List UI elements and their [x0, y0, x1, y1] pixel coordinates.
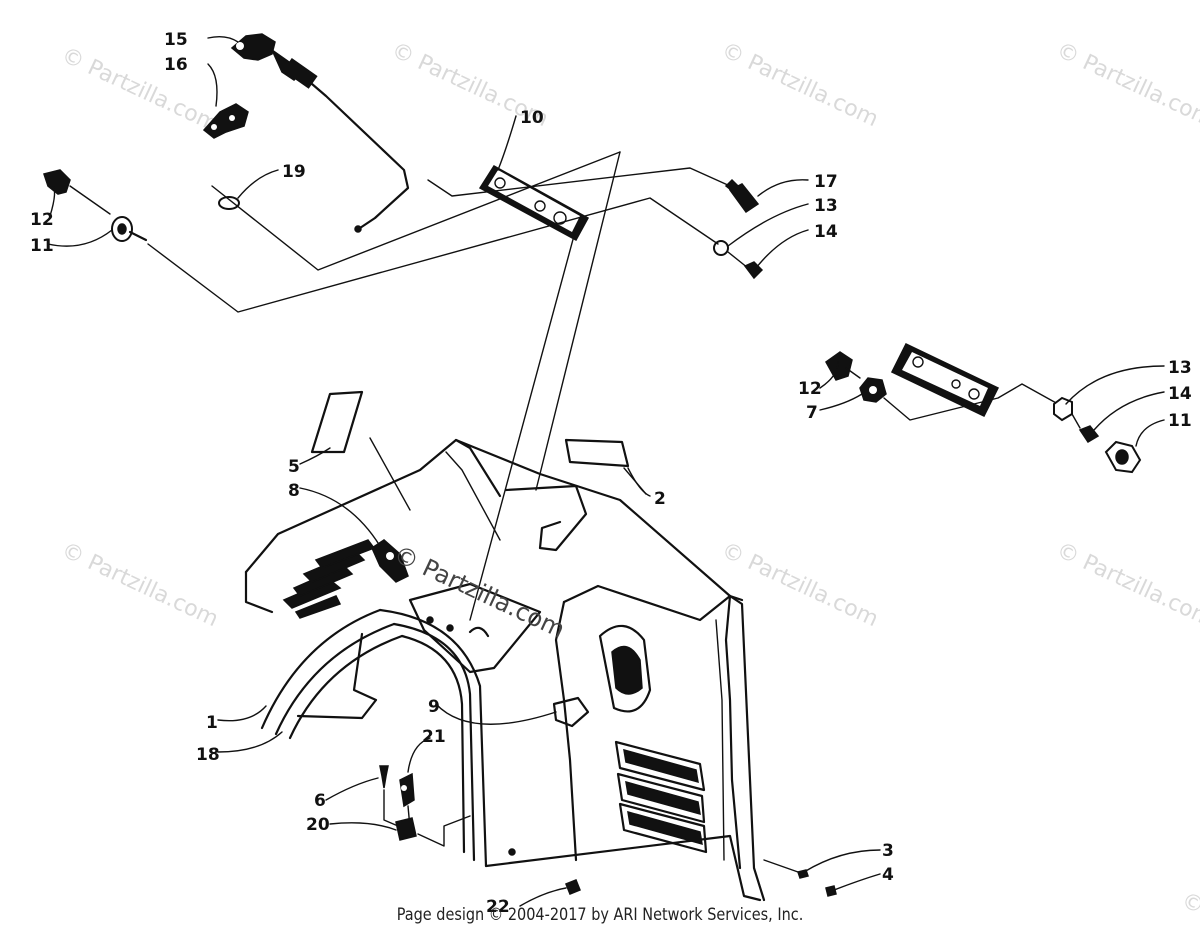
part-6-screw [379, 765, 389, 789]
vent-slots-right [614, 740, 708, 854]
callout-14: 14 [814, 222, 838, 242]
right-switch-assembly [825, 343, 1142, 474]
callout-2: 2 [654, 489, 666, 509]
callout-3: 3 [882, 841, 894, 861]
callout-13-right: 13 [1168, 358, 1192, 378]
callout-11-right: 11 [1168, 411, 1192, 431]
part-1-trim-arch [260, 608, 488, 868]
part-10-plate-right [890, 343, 1000, 417]
callout-21: 21 [422, 727, 446, 747]
part-11-key-switch [111, 216, 148, 242]
watermark: © Partzilla.com [1052, 538, 1200, 632]
watermark: © Partzilla.com [57, 43, 221, 137]
part-21-clip [399, 772, 415, 808]
callout-11: 11 [30, 236, 54, 256]
part-19-grommet [218, 196, 240, 210]
callout-18: 18 [196, 745, 220, 765]
part-9-clip [552, 696, 590, 728]
callout-6: 6 [314, 791, 326, 811]
part-10-switch-plate [478, 165, 590, 242]
watermark-layer: © Partzilla.com © Partzilla.com © Partzi… [57, 38, 1200, 938]
footer-copyright: Page design © 2004-2017 by ARI Network S… [396, 905, 804, 925]
callout-19: 19 [282, 162, 306, 182]
watermark: © Partzilla.com [57, 538, 221, 632]
part-4-screw [825, 885, 837, 897]
callout-4: 4 [882, 865, 894, 885]
part-22-screw [565, 879, 581, 895]
callout-16: 16 [164, 55, 188, 75]
part-16-bracket [202, 103, 249, 139]
callout-5: 5 [288, 457, 300, 477]
callout-20: 20 [306, 815, 330, 835]
callout-13: 13 [814, 196, 838, 216]
callout-8: 8 [288, 481, 300, 501]
callout-15: 15 [164, 30, 188, 50]
callout-17: 17 [814, 172, 838, 192]
part-12-knob [43, 169, 71, 195]
callout-12-right: 12 [798, 379, 822, 399]
callout-22: 22 [486, 897, 510, 917]
callout-9: 9 [428, 697, 440, 717]
leader-lines [47, 35, 1165, 907]
part-11-key-switch-right [1104, 440, 1142, 474]
callout-12: 12 [30, 210, 54, 230]
part-5-decal [310, 390, 364, 454]
part-14-cap-right [1078, 425, 1100, 444]
part-20-bracket [395, 817, 417, 841]
part-3-washer [797, 869, 809, 879]
callout-14-right: 14 [1168, 384, 1192, 404]
part-8-retainer [371, 539, 409, 583]
part-12-knob-right [825, 351, 853, 381]
watermark: © Partzilla.com [1052, 38, 1200, 132]
callout-1: 1 [206, 713, 218, 733]
callout-10: 10 [520, 108, 544, 128]
callout-labels: 15 16 10 19 12 11 17 13 14 12 7 13 14 11… [30, 30, 1192, 917]
vent-slots-left [282, 539, 376, 619]
watermark: © Partzilla.com [717, 38, 881, 132]
part-2-decal [564, 438, 630, 468]
part-17-toggle-switch [724, 178, 760, 214]
upper-switch-assembly [43, 33, 764, 621]
callout-7: 7 [806, 403, 818, 423]
part-15-switch [230, 33, 410, 233]
watermark: © Partzilla.com [1177, 888, 1200, 938]
